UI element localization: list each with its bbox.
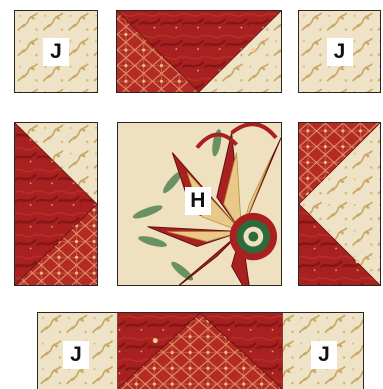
flying-geese-fabric <box>117 11 281 92</box>
piece-label: J <box>43 38 69 66</box>
quilt-piece-h-center: H <box>117 122 282 286</box>
quilt-piece-flying-geese-right <box>298 122 381 286</box>
flying-geese-fabric <box>15 123 97 285</box>
quilt-piece-bottom-strip: J J <box>37 312 364 389</box>
piece-label: J <box>63 341 89 369</box>
piece-label: J <box>311 341 337 369</box>
piece-label: H <box>185 187 211 215</box>
piece-label: J <box>327 38 353 66</box>
quilt-piece-j-top-right: J <box>298 10 381 93</box>
quilt-piece-flying-geese-top <box>116 10 282 93</box>
quilt-piece-flying-geese-left <box>14 122 98 286</box>
flying-geese-fabric <box>299 123 380 285</box>
quilt-piece-j-top-left: J <box>14 10 98 93</box>
